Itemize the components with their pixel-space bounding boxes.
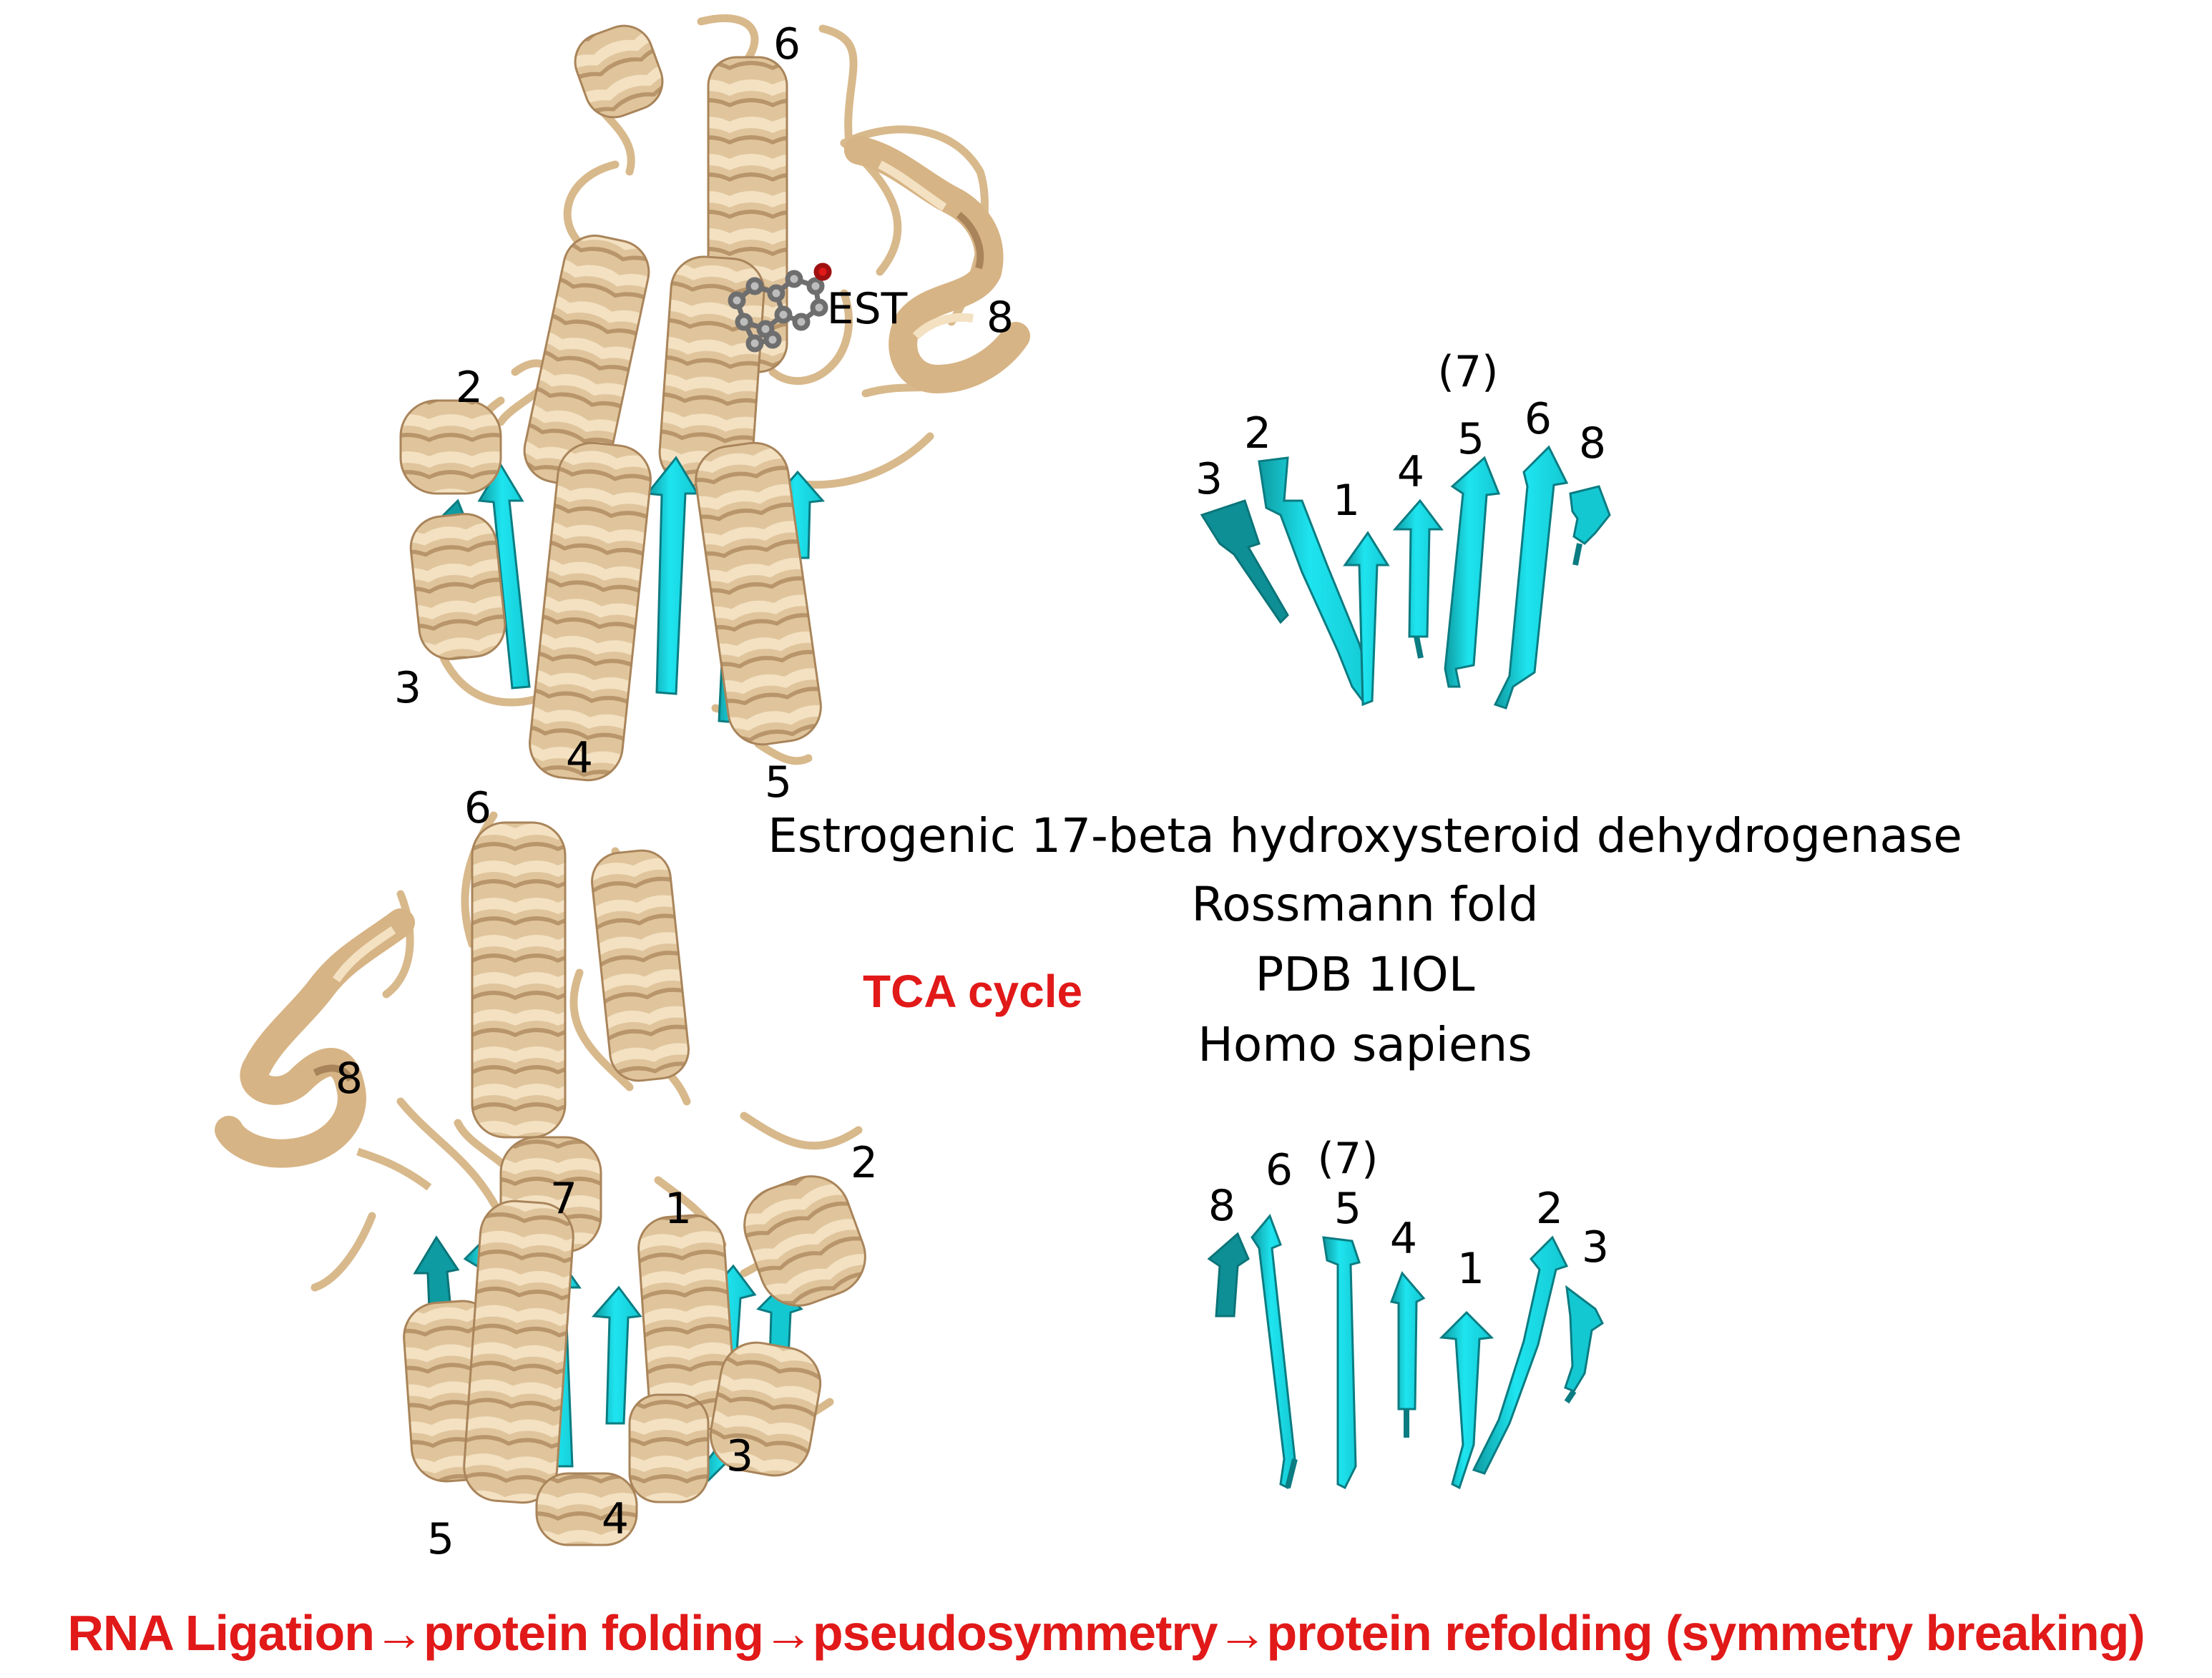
bottom-helix-front bbox=[463, 1199, 574, 1504]
bottom-helix-3-label: 3 bbox=[725, 1431, 754, 1481]
top-helix-4-label: 4 bbox=[565, 733, 594, 783]
bottom-helix-5-label: 5 bbox=[426, 1514, 455, 1564]
top-sheet-strand-1 bbox=[1343, 531, 1390, 707]
bottom-sheet-strand-2 bbox=[1472, 1235, 1569, 1475]
top-sheet-strand-8 bbox=[1569, 485, 1611, 566]
bottom-sheet-label-1: 1 bbox=[1457, 1244, 1485, 1294]
top-sheet-label-6: 6 bbox=[1524, 394, 1552, 444]
top-helix-6-label: 6 bbox=[773, 19, 801, 69]
bottom-sheet-label-3: 3 bbox=[1581, 1222, 1610, 1272]
top-sheet-strand-5 bbox=[1444, 456, 1501, 688]
tca-cycle-label: TCA cycle bbox=[863, 966, 1083, 1017]
top-ligand-est-label: EST bbox=[826, 284, 908, 334]
bottom-sheet-label-5: 5 bbox=[1333, 1184, 1362, 1234]
top-sheet-label-3: 3 bbox=[1195, 454, 1223, 504]
top-helix-2 bbox=[399, 399, 502, 495]
bottom-strand-7-label: 7 bbox=[549, 1174, 578, 1224]
bottom-sheet-strand-5 bbox=[1322, 1236, 1361, 1490]
top-helix-3-label: 3 bbox=[393, 663, 422, 713]
top-sheet-label-8: 8 bbox=[1578, 418, 1607, 468]
top-sheet-label-4: 4 bbox=[1396, 447, 1425, 497]
top-sheet-label-2: 2 bbox=[1243, 408, 1272, 458]
top-sheet-strand-4 bbox=[1392, 499, 1444, 659]
bottom-sheet-label-2: 2 bbox=[1535, 1184, 1564, 1234]
bottom-helix-3 bbox=[709, 1341, 822, 1477]
description-pdb-id: PDB 1IOL bbox=[1255, 947, 1475, 1002]
top-helix-8 bbox=[844, 136, 1030, 394]
bottom-helix-4 bbox=[535, 1472, 638, 1546]
bottom-sheet-label-4: 4 bbox=[1389, 1214, 1418, 1264]
top-sheet-label-7: (7) bbox=[1437, 347, 1499, 397]
description-organism: Homo sapiens bbox=[1198, 1017, 1532, 1072]
bottom-helix-8-label: 8 bbox=[335, 1054, 363, 1104]
top-helix-3 bbox=[409, 513, 506, 660]
top-helix-2-label: 2 bbox=[455, 363, 484, 413]
bottom-strand-1-label: 1 bbox=[664, 1184, 693, 1234]
bottom-sheet-strand-1 bbox=[1439, 1310, 1494, 1490]
bottom-sheet-strand-3 bbox=[1564, 1285, 1604, 1404]
bottom-sheet-strand-6 bbox=[1251, 1214, 1298, 1490]
bottom-helix-6-label: 6 bbox=[464, 783, 492, 833]
top-helix-5 bbox=[695, 441, 822, 746]
bottom-sheet-strand-8 bbox=[1207, 1232, 1250, 1318]
bottom-helix-lower-right bbox=[628, 1393, 710, 1503]
description-fold: Rossmann fold bbox=[1191, 877, 1539, 932]
bottom-sheet-label-7: (7) bbox=[1317, 1134, 1379, 1184]
est-ligand bbox=[728, 263, 832, 353]
bottom-helix-6 bbox=[471, 821, 567, 1139]
bottom-helix-8 bbox=[215, 908, 432, 1191]
description-enzyme-name: Estrogenic 17-beta hydroxysteroid dehydr… bbox=[768, 808, 1962, 863]
bottom-helix-2-label: 2 bbox=[850, 1138, 879, 1188]
top-sheet-strand-6 bbox=[1493, 445, 1569, 710]
footer-pathway-caption: RNA Ligation→protein folding→pseudosymme… bbox=[67, 1605, 2145, 1661]
bottom-helix-upper-right bbox=[591, 849, 690, 1082]
top-helix-4 bbox=[529, 441, 652, 782]
bottom-sheet-strand-4 bbox=[1389, 1271, 1426, 1438]
top-sheet-strand-3 bbox=[1200, 499, 1289, 624]
top-helix-5-label: 5 bbox=[764, 757, 793, 808]
top-sheet-label-1: 1 bbox=[1332, 476, 1361, 526]
bottom-sheet-label-6: 6 bbox=[1265, 1145, 1293, 1195]
bottom-sheet-label-8: 8 bbox=[1208, 1181, 1236, 1231]
bottom-helix-4-label: 4 bbox=[601, 1494, 630, 1544]
top-helix-upper-left bbox=[574, 24, 664, 119]
bottom-helix-2 bbox=[743, 1175, 866, 1307]
top-sheet-label-5: 5 bbox=[1457, 414, 1485, 464]
top-helix-8-label: 8 bbox=[986, 293, 1014, 343]
